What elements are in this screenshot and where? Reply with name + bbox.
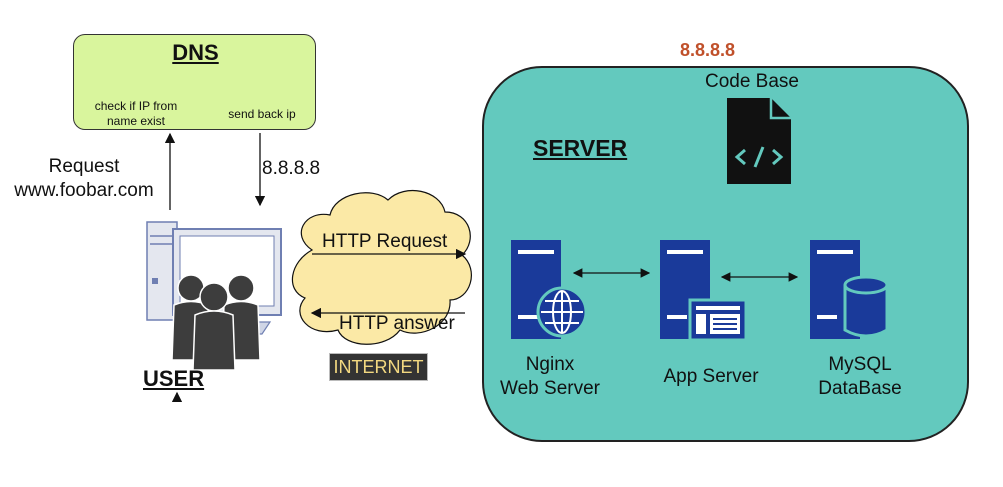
server-title: SERVER — [533, 135, 628, 161]
mysql-name: MySQL — [828, 354, 892, 375]
server-box — [482, 66, 969, 442]
code-base-label: Code Base — [704, 71, 799, 92]
mysql-role: DataBase — [818, 378, 902, 399]
code-file-icon — [727, 98, 791, 184]
dns-title: DNS — [172, 40, 219, 65]
dns-check-text: check if IP from name exist — [80, 99, 192, 129]
app-server-label: App Server — [663, 366, 759, 387]
http-answer-label: HTTP answer — [339, 313, 455, 334]
http-request-label: HTTP Request — [322, 231, 448, 252]
internet-cloud — [291, 189, 472, 345]
dns-check-line2: name exist — [106, 114, 166, 128]
dns-send-back-text: send back ip — [228, 107, 296, 121]
nginx-label: Nginx Web Server — [486, 353, 614, 401]
nginx-role: Web Server — [500, 378, 600, 399]
app-server-icon — [660, 240, 748, 342]
user-label: USER — [143, 366, 205, 391]
server-ip: 8.8.8.8 — [680, 40, 736, 60]
request-domain: www.foobar.com — [14, 180, 154, 201]
nginx-name: Nginx — [525, 354, 575, 375]
users-icon — [171, 274, 261, 371]
mysql-label: MySQL DataBase — [800, 353, 920, 401]
database-server-icon — [810, 240, 889, 339]
dns-box: DNS check if IP from name exist send bac… — [73, 34, 316, 130]
dns-response-ip: 8.8.8.8 — [262, 158, 321, 179]
nginx-server-icon — [511, 240, 588, 339]
request-line1: Request — [48, 156, 120, 177]
dns-check-line1: check if IP from — [94, 99, 178, 113]
internet-tag: INTERNET — [329, 353, 428, 381]
request-label: Request www.foobar.com — [0, 155, 168, 203]
